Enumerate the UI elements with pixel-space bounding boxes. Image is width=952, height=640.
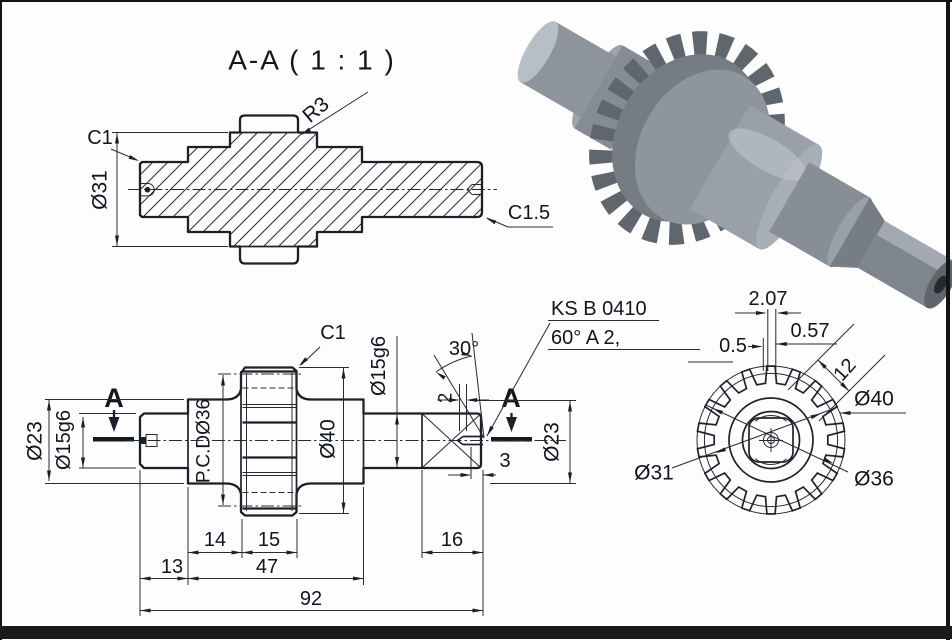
- main-angle-arc: [435, 355, 473, 373]
- section-view: A-A ( 1 : 1 ) C1 Ø31 R3 C1.5: [87, 45, 550, 265]
- window-left-edge: [0, 0, 2, 640]
- main-chamfer-label: C1: [320, 322, 346, 344]
- section-root-diameter-label: Ø31: [89, 170, 112, 210]
- window-right-edge: [946, 0, 950, 640]
- end-root-dia-label: Ø31: [634, 462, 674, 485]
- window-top-edge: [0, 0, 952, 2]
- main-dim16-label: 16: [441, 529, 463, 551]
- end-chamfer-arc-bottom: [754, 458, 788, 465]
- section-center-drill-dot: [144, 186, 151, 193]
- end-view: 2.07 0.57 0.5 12 Ø40 Ø31 Ø36: [634, 288, 894, 515]
- main-dia15g6-left-label: Ø15g6: [53, 410, 75, 470]
- main-dim13-label: 13: [161, 556, 183, 578]
- render-collar-highlight: [728, 128, 807, 181]
- section-radius-label: R3: [298, 93, 333, 128]
- main-view: Ø23 Ø15g6 A P.C.DØ36 C1 Ø15g6 30° 2 A Ø2…: [24, 298, 647, 610]
- section-title: A-A ( 1 : 1 ): [228, 45, 396, 76]
- render-stub-cap: [517, 21, 559, 83]
- main-section-arrow-left-label: A: [104, 383, 124, 413]
- main-dim47-label: 47: [256, 556, 278, 578]
- end-gear-teeth-outline: [696, 365, 846, 515]
- render-3d: [517, 21, 952, 309]
- end-dim12-label: 12: [829, 354, 860, 385]
- render-collar: [689, 105, 820, 249]
- main-dim2-label: 2: [436, 393, 457, 404]
- render-center-hole: [934, 275, 948, 294]
- main-dia15g6-right-label: Ø15g6: [368, 336, 390, 396]
- main-dia23-left-label: Ø23: [24, 421, 47, 461]
- main-dim3-label: 3: [499, 450, 510, 472]
- main-section-arrow-right-label: A: [501, 383, 521, 413]
- main-dia23-right-label: Ø23: [541, 422, 564, 462]
- end-dim207-label: 2.07: [749, 288, 788, 310]
- main-callout-line1: KS B 0410: [551, 298, 647, 320]
- main-outline: [138, 366, 483, 517]
- main-dim15-label: 15: [258, 529, 280, 551]
- section-chamfer-right-label: C1.5: [508, 202, 550, 224]
- main-section-bar-left: [93, 437, 134, 442]
- dimension-lines: [45, 91, 906, 616]
- section-outline: [138, 114, 484, 265]
- end-pitch-dia-label: Ø36: [854, 468, 894, 491]
- end-hub23-circle: [728, 397, 814, 483]
- main-pitch-dia-label: P.C.DØ36: [194, 399, 215, 483]
- end-dim057-label: 0.57: [791, 320, 830, 342]
- main-dim92-label: 92: [300, 588, 322, 610]
- end-dim05-label: 0.5: [719, 335, 747, 357]
- end-tip-dia-label: Ø40: [854, 388, 894, 411]
- section-chamfer-left-label: C1: [87, 127, 113, 149]
- end-chamfer-arc-top: [754, 415, 788, 422]
- main-angle30-label: 30°: [449, 338, 479, 360]
- window-bottom-bar: [0, 626, 952, 639]
- render-flat-taper: [829, 197, 885, 268]
- end-hub15-circle: [741, 410, 801, 470]
- main-dia40-label: Ø40: [317, 419, 340, 459]
- main-callout-line2: 60° A 2,: [551, 327, 620, 349]
- main-dim14-label: 14: [204, 529, 226, 551]
- end-pitch-circle: [703, 372, 839, 508]
- render-flat-top-facet: [876, 221, 952, 275]
- dimension-arrows: [47, 127, 851, 613]
- main-section-bar-right: [491, 437, 532, 442]
- section-hatching: [139, 132, 483, 247]
